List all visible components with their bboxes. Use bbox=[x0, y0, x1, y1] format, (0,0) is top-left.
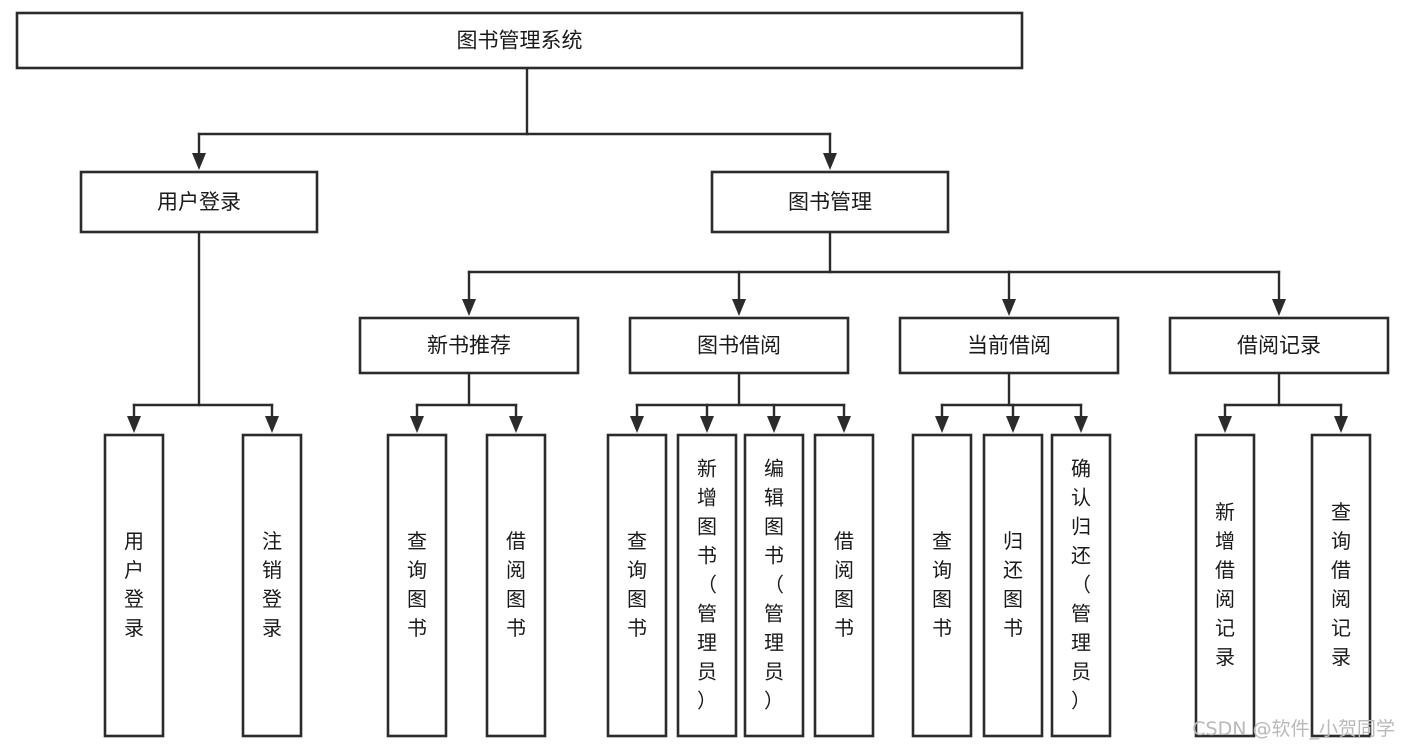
node-label-user-login: 用户登录 bbox=[157, 190, 241, 214]
node-leaf-return-book[interactable]: 归还图书 bbox=[982, 433, 1044, 738]
node-label-new-book-rec: 新书推荐 bbox=[427, 334, 511, 358]
node-box-leaf-return-book[interactable] bbox=[982, 433, 1044, 738]
node-borrow-record[interactable]: 借阅记录 bbox=[1168, 316, 1390, 375]
leafarrow-book-borrow-0-arrowhead bbox=[630, 416, 644, 433]
leafarrow-borrow-record-1-arrowhead bbox=[1334, 416, 1348, 433]
node-label-leaf-borrow-book-rec: 借阅图书 bbox=[506, 529, 526, 640]
node-box-user-login[interactable] bbox=[79, 170, 319, 234]
node-label-leaf-edit-book: 编辑图书（管理员） bbox=[764, 456, 784, 712]
node-leaf-add-book[interactable]: 新增图书（管理员） bbox=[676, 433, 738, 738]
node-label-leaf-query-record: 查询借阅记录 bbox=[1331, 500, 1351, 669]
leafarrow-current-borrow-1-arrowhead bbox=[1006, 416, 1020, 433]
level2-arrow-1-arrowhead bbox=[823, 153, 837, 170]
node-leaf-borrow-book-rec[interactable]: 借阅图书 bbox=[485, 433, 547, 738]
node-box-leaf-query-book-cur[interactable] bbox=[911, 433, 973, 738]
node-leaf-confirm-return[interactable]: 确认归还（管理员） bbox=[1050, 433, 1112, 738]
node-leaf-query-record[interactable]: 查询借阅记录 bbox=[1310, 433, 1372, 738]
node-leaf-borrow-book[interactable]: 借阅图书 bbox=[813, 433, 875, 738]
node-box-root[interactable] bbox=[15, 11, 1024, 70]
node-box-leaf-query-book-rec[interactable] bbox=[386, 433, 448, 738]
node-box-leaf-edit-book[interactable] bbox=[743, 433, 805, 738]
node-box-leaf-add-book[interactable] bbox=[676, 433, 738, 738]
level3-arrow-1-arrowhead bbox=[732, 299, 746, 316]
node-new-book-rec[interactable]: 新书推荐 bbox=[358, 316, 580, 375]
node-leaf-user-login[interactable]: 用户登录 bbox=[103, 433, 165, 738]
node-leaf-add-record[interactable]: 新增借阅记录 bbox=[1194, 433, 1256, 738]
node-label-book-borrow: 图书借阅 bbox=[697, 334, 781, 358]
node-label-leaf-add-record: 新增借阅记录 bbox=[1215, 500, 1235, 669]
level2-arrow-0-arrowhead bbox=[192, 153, 206, 170]
leafarrow-book-borrow-2-arrowhead bbox=[767, 416, 781, 433]
leafarrow-user-login-0-arrowhead bbox=[127, 416, 141, 433]
node-label-leaf-query-book-rec: 查询图书 bbox=[407, 529, 427, 640]
node-leaf-query-book-cur[interactable]: 查询图书 bbox=[911, 433, 973, 738]
node-box-new-book-rec[interactable] bbox=[358, 316, 580, 375]
level3-arrow-0-arrowhead bbox=[462, 299, 476, 316]
node-box-current-borrow[interactable] bbox=[898, 316, 1120, 375]
node-user-login[interactable]: 用户登录 bbox=[79, 170, 319, 234]
node-box-leaf-query-book-borrow[interactable] bbox=[606, 433, 668, 738]
leafarrow-book-borrow-3-arrowhead bbox=[837, 416, 851, 433]
node-book-borrow[interactable]: 图书借阅 bbox=[628, 316, 850, 375]
node-leaf-query-book-rec[interactable]: 查询图书 bbox=[386, 433, 448, 738]
node-label-leaf-query-book-cur: 查询图书 bbox=[932, 529, 952, 640]
leafarrow-user-login-1-arrowhead bbox=[265, 416, 279, 433]
node-label-root: 图书管理系统 bbox=[457, 29, 583, 53]
node-label-leaf-user-login: 用户登录 bbox=[124, 529, 144, 640]
node-leaf-logout[interactable]: 注销登录 bbox=[241, 433, 303, 738]
node-leaf-edit-book[interactable]: 编辑图书（管理员） bbox=[743, 433, 805, 738]
leafarrow-borrow-record-0-arrowhead bbox=[1218, 416, 1232, 433]
node-box-leaf-borrow-book-rec[interactable] bbox=[485, 433, 547, 738]
node-box-leaf-logout[interactable] bbox=[241, 433, 303, 738]
node-label-book-manage: 图书管理 bbox=[788, 190, 872, 214]
leafarrow-current-borrow-0-arrowhead bbox=[935, 416, 949, 433]
watermark-text: CSDN @软件_小贺同学 bbox=[1192, 718, 1395, 740]
node-box-borrow-record[interactable] bbox=[1168, 316, 1390, 375]
node-label-leaf-borrow-book: 借阅图书 bbox=[834, 529, 854, 640]
node-label-current-borrow: 当前借阅 bbox=[967, 334, 1051, 358]
node-box-leaf-add-record[interactable] bbox=[1194, 433, 1256, 738]
leafarrow-current-borrow-2-arrowhead bbox=[1074, 416, 1088, 433]
node-label-borrow-record: 借阅记录 bbox=[1237, 334, 1321, 358]
node-current-borrow[interactable]: 当前借阅 bbox=[898, 316, 1120, 375]
node-label-leaf-add-book: 新增图书（管理员） bbox=[697, 456, 717, 712]
node-book-manage[interactable]: 图书管理 bbox=[710, 170, 950, 234]
node-box-book-borrow[interactable] bbox=[628, 316, 850, 375]
node-box-book-manage[interactable] bbox=[710, 170, 950, 234]
node-label-leaf-confirm-return: 确认归还（管理员） bbox=[1071, 456, 1091, 712]
level3-arrow-3-arrowhead bbox=[1272, 299, 1286, 316]
node-label-leaf-query-book-borrow: 查询图书 bbox=[627, 529, 647, 640]
leafarrow-new-book-rec-0-arrowhead bbox=[410, 416, 424, 433]
level3-arrow-2-arrowhead bbox=[1002, 299, 1016, 316]
node-leaf-query-book-borrow[interactable]: 查询图书 bbox=[606, 433, 668, 738]
leafarrow-book-borrow-1-arrowhead bbox=[700, 416, 714, 433]
node-box-leaf-query-record[interactable] bbox=[1310, 433, 1372, 738]
node-layer: 图书管理系统用户登录图书管理新书推荐图书借阅当前借阅借阅记录用户登录注销登录查询… bbox=[15, 11, 1390, 738]
node-label-leaf-logout: 注销登录 bbox=[262, 529, 282, 640]
node-box-leaf-user-login[interactable] bbox=[103, 433, 165, 738]
leafarrow-new-book-rec-1-arrowhead bbox=[509, 416, 523, 433]
node-label-leaf-return-book: 归还图书 bbox=[1003, 529, 1023, 640]
node-box-leaf-borrow-book[interactable] bbox=[813, 433, 875, 738]
connector-layer bbox=[127, 66, 1348, 433]
node-root[interactable]: 图书管理系统 bbox=[15, 11, 1024, 70]
node-box-leaf-confirm-return[interactable] bbox=[1050, 433, 1112, 738]
